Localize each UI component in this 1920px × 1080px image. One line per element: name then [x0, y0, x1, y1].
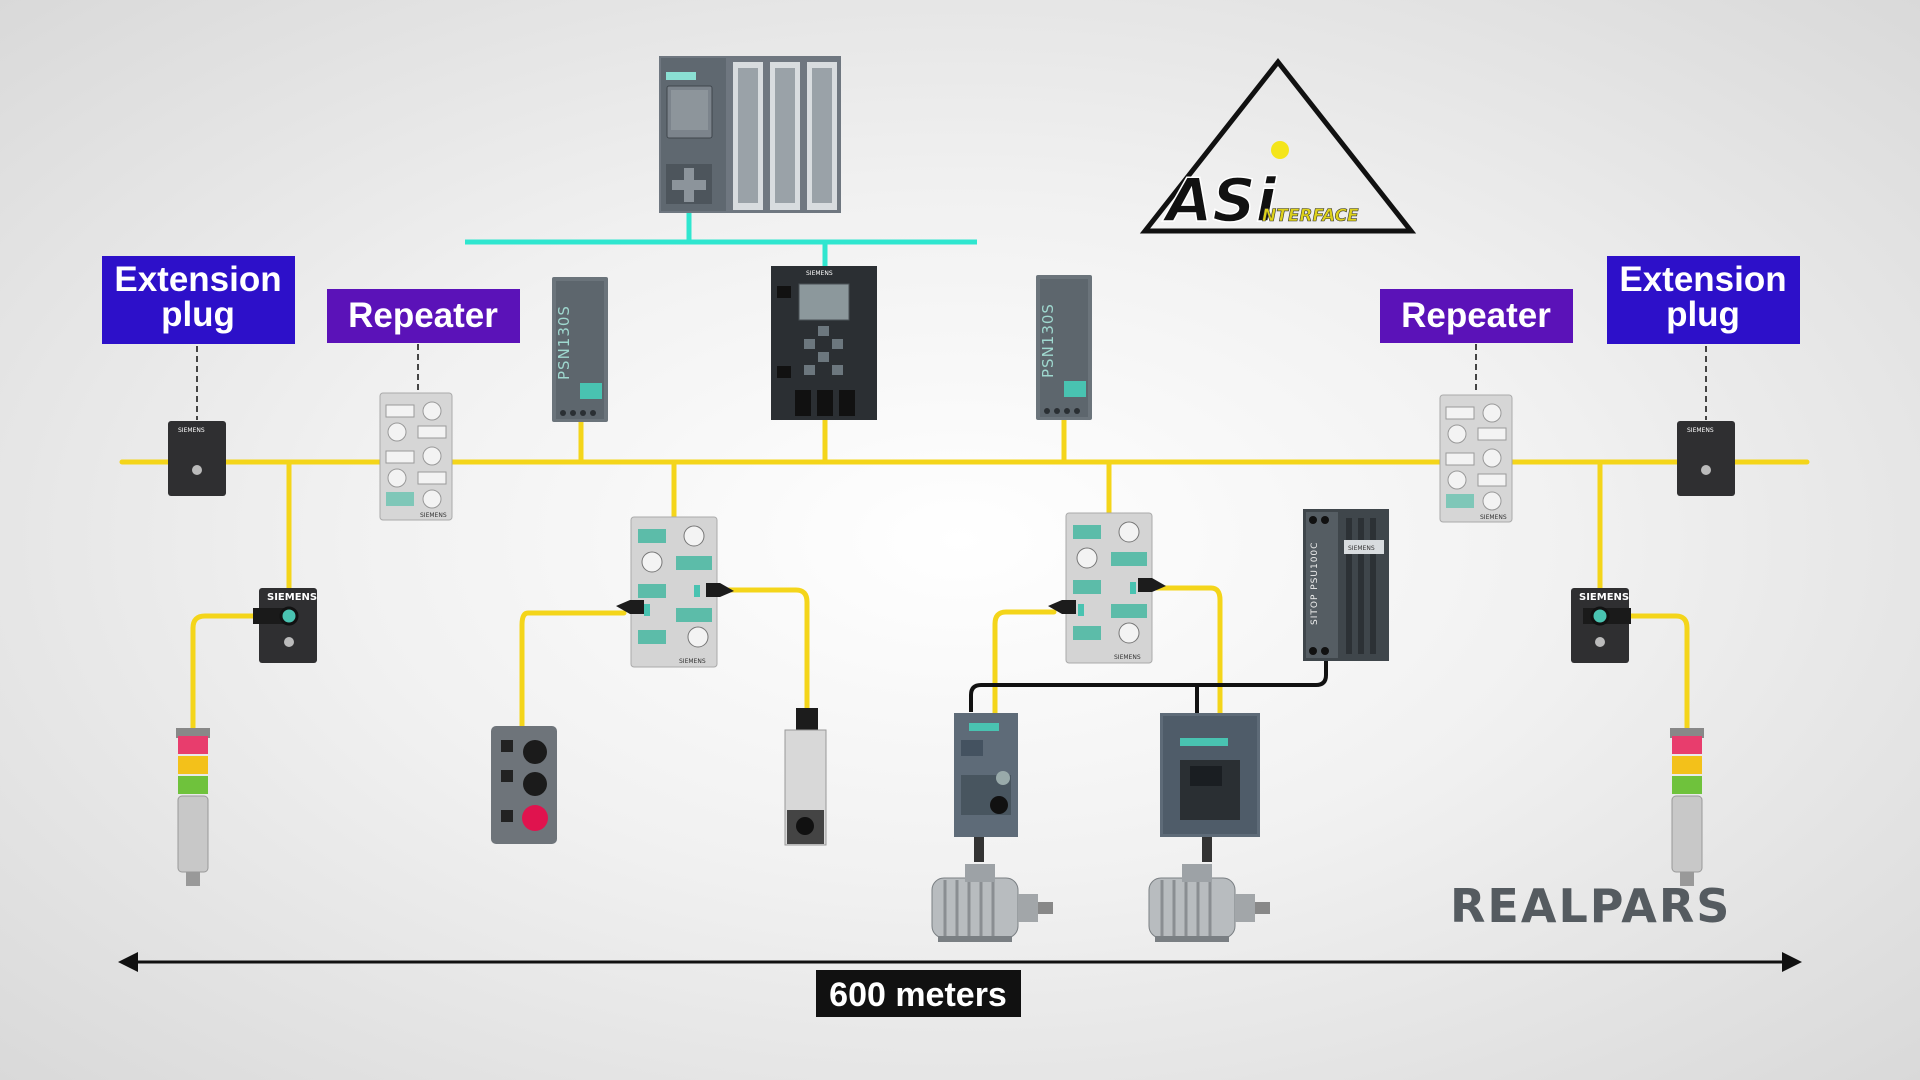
svg-text:SIEMENS: SIEMENS [267, 592, 317, 603]
distance-arrow [118, 952, 1802, 972]
svg-text:PSN130S: PSN130S [1039, 303, 1057, 378]
label-extension-plug-left: Extension plug [102, 256, 295, 344]
asi-master: SIEMENS [771, 266, 877, 420]
sitop-power-supply: SIEMENS SITOP PSU100C [1303, 509, 1389, 661]
repeater-left: SIEMENS [379, 344, 453, 521]
svg-text:Repeater: Repeater [348, 296, 498, 335]
svg-text:Extension: Extension [114, 260, 281, 299]
motor-right [1148, 864, 1270, 942]
pushbutton-station [491, 726, 557, 844]
asi-bus [119, 412, 1810, 733]
svg-text:SIEMENS: SIEMENS [178, 427, 205, 434]
svg-text:SITOP PSU100C: SITOP PSU100C [1310, 542, 1320, 625]
svg-text:SIEMENS: SIEMENS [1480, 514, 1507, 521]
svg-text:SIEMENS: SIEMENS [1348, 545, 1375, 552]
distance-label: 600 meters [816, 970, 1021, 1017]
label-extension-plug-right: Extension plug [1607, 256, 1800, 344]
svg-text:plug: plug [161, 295, 235, 334]
svg-text:Repeater: Repeater [1401, 296, 1551, 335]
io-module-right: SIEMENS [1048, 512, 1166, 664]
svg-text:SIEMENS: SIEMENS [679, 658, 706, 665]
plc-controller [659, 56, 841, 213]
power-cable [969, 660, 1328, 714]
safety-module-right: SIEMENS [1571, 588, 1631, 663]
power-supply-left: PSN130S [552, 277, 608, 422]
extension-plug-left: SIEMENS [168, 346, 226, 496]
svg-text:SIEMENS: SIEMENS [1579, 592, 1629, 603]
repeater-right: SIEMENS [1439, 344, 1513, 523]
stack-light-right [1670, 728, 1704, 886]
sensor-device [784, 708, 827, 846]
motor-starter-left [954, 713, 1018, 862]
svg-text:SIEMENS: SIEMENS [1687, 427, 1714, 434]
label-repeater-left: Repeater [327, 289, 520, 343]
io-module-left: SIEMENS [616, 516, 734, 668]
stack-light-left [176, 728, 210, 886]
motor-left [931, 864, 1053, 942]
svg-text:SIEMENS: SIEMENS [806, 270, 833, 277]
realpars-wordmark: REALPARS [1450, 879, 1731, 933]
profinet-bus [465, 213, 977, 267]
svg-text:SIEMENS: SIEMENS [420, 512, 447, 519]
asi-logo-main: ASi [1162, 166, 1278, 236]
power-supply-right: PSN130S [1036, 275, 1092, 420]
label-repeater-right: Repeater [1380, 289, 1573, 343]
svg-text:SIEMENS: SIEMENS [1114, 654, 1141, 661]
extension-plug-right: SIEMENS [1677, 346, 1735, 496]
svg-text:PSN130S: PSN130S [555, 305, 573, 380]
svg-text:600 meters: 600 meters [829, 976, 1007, 1014]
safety-module-left: SIEMENS [253, 588, 317, 663]
realpars-logo: REALPARS [1450, 879, 1731, 933]
svg-text:Extension: Extension [1619, 260, 1786, 299]
motor-starter-right [1160, 713, 1260, 862]
asi-interface-logo: ASi NTERFACE [1139, 57, 1417, 237]
svg-text:plug: plug [1666, 295, 1740, 334]
asi-logo-sub: NTERFACE [1262, 206, 1359, 226]
